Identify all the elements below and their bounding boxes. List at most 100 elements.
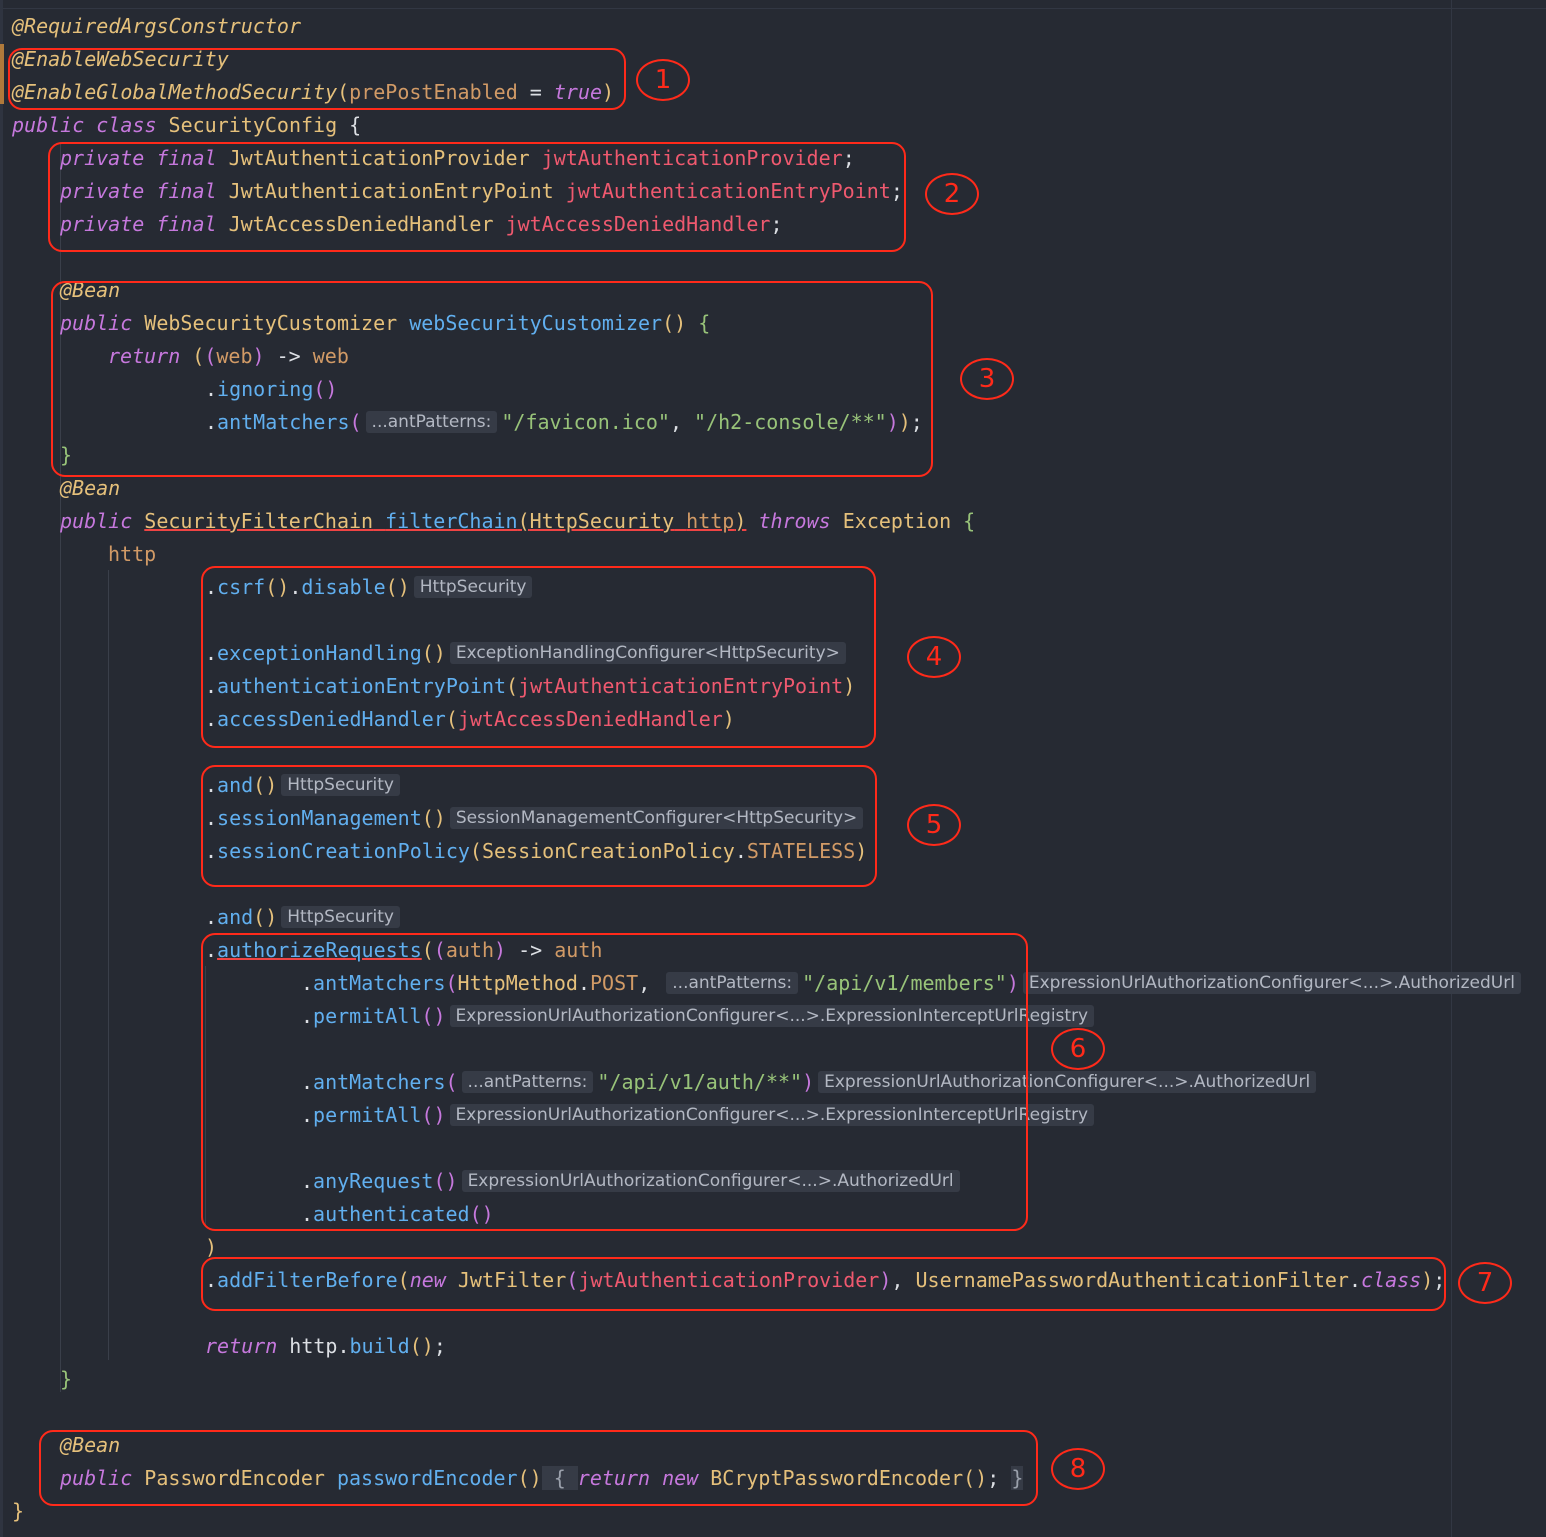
code-token: antMatchers [313,1070,446,1094]
code-token: "/api/v1/members" [802,971,1007,995]
code-line[interactable]: public PasswordEncoder passwordEncoder()… [60,1466,1024,1490]
code-line[interactable]: @RequiredArgsConstructor [12,10,301,43]
indent-guide [205,966,206,1226]
type-hint: ExceptionHandlingConfigurer<HttpSecurity… [449,642,846,664]
type-hint: ExpressionUrlAuthorizationConfigurer<...… [449,1104,1095,1126]
type-hint: HttpSecurity [281,906,400,928]
code-token: true [553,80,603,104]
code-line[interactable]: } [12,1499,25,1523]
code-token: webSecurityCustomizer [409,311,663,335]
annotation-box [201,566,876,748]
code-token: auth [445,938,495,962]
code-line[interactable]: .authenticationEntryPoint(jwtAuthenticat… [205,674,856,698]
code-token: http [108,542,157,566]
type-hint: HttpSecurity [281,774,400,796]
code-line[interactable]: return ((web) -> web [108,344,349,368]
code-line[interactable]: @Bean [60,472,120,505]
code-line[interactable]: .antMatchers(...antPatterns:"/favicon.ic… [205,410,923,434]
code-line[interactable]: .sessionCreationPolicy(SessionCreationPo… [205,839,868,863]
code-token: authenticationEntryPoint [217,674,507,698]
code-token: build [349,1334,410,1358]
annotation-number: 7 [1458,1262,1512,1304]
code-line[interactable]: @EnableGlobalMethodSecurity(prePostEnabl… [12,80,615,104]
code-token: private final [60,179,229,203]
code-line[interactable]: public class SecurityConfig { [12,113,362,137]
code-token: authenticated [313,1202,470,1226]
type-hint: SessionManagementConfigurer<HttpSecurity… [449,807,864,829]
code-token: "/favicon.ico" [501,410,670,434]
code-token: "/api/v1/auth/**" [597,1070,803,1094]
code-token: ignoring [217,377,314,401]
type-hint: ExpressionUrlAuthorizationConfigurer<...… [449,1005,1095,1027]
code-line[interactable]: private final JwtAuthenticationProvider … [60,146,855,170]
code-line[interactable]: @Bean [60,1429,120,1462]
annotation-box [48,142,906,252]
code-line[interactable]: } [60,443,73,467]
code-token: http [289,1334,338,1358]
code-token: prePostEnabled [349,80,518,104]
code-line[interactable]: @EnableWebSecurity [12,43,229,76]
code-line[interactable]: public WebSecurityCustomizer webSecurity… [60,311,711,335]
code-line[interactable]: public SecurityFilterChain filterChain(H… [60,509,976,533]
code-line[interactable]: .permitAll()ExpressionUrlAuthorizationCo… [301,1099,1098,1132]
code-line[interactable]: .accessDeniedHandler(jwtAccessDeniedHand… [205,707,735,731]
code-line[interactable]: .antMatchers(...antPatterns:"/api/v1/aut… [301,1066,1320,1099]
code-token: jwtAuthenticationProvider [578,1268,880,1292]
code-token: @Bean [60,1433,121,1457]
code-line[interactable]: private final JwtAccessDeniedHandler jwt… [60,212,783,236]
code-line[interactable]: .antMatchers(HttpMethod.POST, ...antPatt… [301,967,1525,1000]
code-line[interactable]: .exceptionHandling()ExceptionHandlingCon… [205,637,850,670]
code-token: web [216,344,253,368]
code-token: throws [758,509,831,533]
change-marker [0,44,4,104]
code-token: JwtAccessDeniedHandler [228,212,506,236]
type-hint: HttpSecurity [413,576,533,598]
code-token: return [577,1466,663,1490]
code-line[interactable]: } [60,1367,73,1391]
code-line[interactable]: .authenticated() [301,1202,494,1226]
code-token: addFilterBefore [217,1268,398,1292]
code-token: HttpSecurity [529,509,675,533]
annotation-number: 6 [1051,1028,1105,1070]
code-line[interactable]: .csrf().disable()HttpSecurity [205,571,536,604]
code-line[interactable]: .sessionManagement()SessionManagementCon… [205,802,867,835]
code-token: sessionManagement [217,806,422,830]
annotation-number: 5 [907,804,961,846]
code-token: and [217,773,254,797]
code-line[interactable]: .ignoring() [205,377,338,401]
code-token: anyRequest [313,1169,434,1193]
code-token: jwtAccessDeniedHandler [505,212,771,236]
code-line[interactable]: .anyRequest()ExpressionUrlAuthorizationC… [301,1165,964,1198]
code-line[interactable]: .and()HttpSecurity [205,769,404,802]
code-token: @EnableWebSecurity [12,47,229,71]
code-token: return [205,1334,290,1358]
code-token: STATELESS [746,839,856,863]
code-token: = [517,80,554,104]
code-line[interactable]: private final JwtAuthenticationEntryPoin… [60,179,903,203]
annotation-number: 4 [907,636,961,678]
code-token: POST [590,971,639,995]
code-line[interactable]: return http.build(); [205,1334,446,1358]
code-token: jwtAccessDeniedHandler [457,707,723,731]
code-token: filterChain [385,509,518,533]
annotation-box [201,765,877,887]
code-line[interactable]: .and()HttpSecurity [205,901,404,934]
annotation-box [39,1430,1038,1506]
type-hint: ExpressionUrlAuthorizationConfigurer<...… [1022,972,1521,994]
code-token: csrf [217,575,266,599]
code-token: jwtAuthenticationEntryPoint [565,179,891,203]
code-token: web [312,344,349,368]
code-token: @RequiredArgsConstructor [12,14,301,38]
code-token: SecurityFilterChain [144,509,374,533]
code-line[interactable]: .addFilterBefore(new JwtFilter(jwtAuthen… [205,1268,1446,1292]
code-token: UsernamePasswordAuthenticationFilter [915,1268,1349,1292]
code-line[interactable]: http [108,538,156,571]
code-token: permitAll [313,1103,422,1127]
code-token: http [686,509,735,533]
annotation-box [51,281,933,477]
code-token: authorizeRequests [217,938,422,962]
code-line[interactable]: ) [205,1235,218,1259]
code-line[interactable]: .permitAll()ExpressionUrlAuthorizationCo… [301,1000,1098,1033]
code-token: -> [506,938,555,962]
